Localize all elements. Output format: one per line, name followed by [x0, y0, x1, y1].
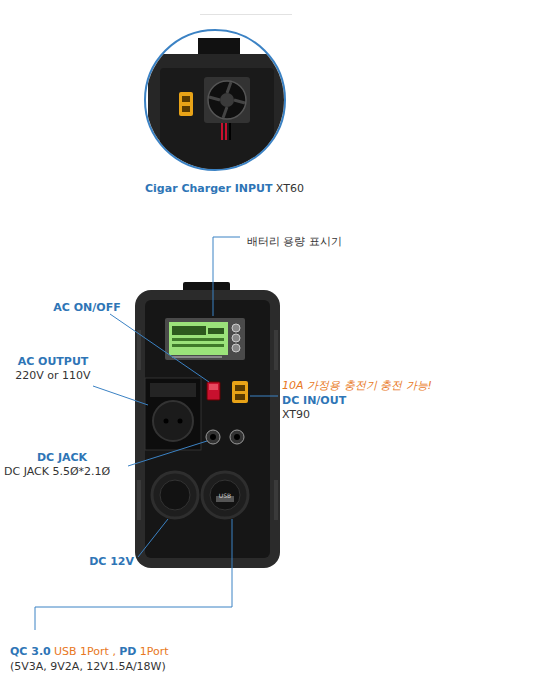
dc-jack	[206, 430, 220, 444]
housing	[135, 290, 280, 568]
callout-label: AC OUTPUT	[18, 355, 89, 368]
ac-outlet	[145, 378, 201, 450]
top-view	[148, 38, 286, 194]
callout-label: XT60	[276, 182, 304, 195]
xt90-port	[232, 381, 248, 403]
label-line: DC JACK 5.5Ø*2.1Ø	[4, 460, 110, 479]
label-line: USB	[219, 483, 231, 502]
callout-label: XT90	[282, 408, 310, 421]
callout-label: DC JACK 5.5Ø*2.1Ø	[4, 465, 110, 478]
divider	[200, 14, 292, 15]
label-line: Cigar Charger INPUTXT60	[145, 177, 304, 196]
callout-label: 10A 가정용 충전기 충전 가능!	[282, 379, 432, 392]
callout-label: 배터리 용량 표시기	[247, 235, 342, 248]
callout-label: 220V or 110V	[15, 369, 90, 382]
callout-label: 1Port	[140, 645, 169, 658]
label-line: DC IN/OUT	[282, 389, 346, 408]
callout-label: DC 12V	[89, 555, 134, 568]
label-line: XT90	[282, 403, 310, 422]
label-line: AC OUTPUT	[18, 350, 89, 369]
label-line: AC ON/OFF	[53, 296, 120, 315]
battery-display	[165, 318, 245, 360]
label-line: 10A 가정용 충전기 충전 가능!	[282, 374, 432, 393]
label-line: QC 3.0USB 1Port ,PD 1Port	[10, 640, 169, 659]
label-line: (5V3A, 9V2A, 12V1.5A/18W)	[10, 655, 166, 674]
ac-switch	[207, 382, 220, 400]
callout-label: (5V3A, 9V2A, 12V1.5A/18W)	[10, 660, 166, 673]
callout-label: PD	[119, 645, 136, 658]
callout-label: AC ON/OFF	[53, 301, 120, 314]
dc-jack	[230, 430, 244, 444]
callout-label: USB	[219, 492, 231, 499]
callout-label: USB 1Port ,	[54, 645, 116, 658]
leader-lines	[35, 237, 278, 630]
label-line: 220V or 110V	[15, 364, 90, 383]
callout-label: DC IN/OUT	[282, 394, 346, 407]
callout-label: Cigar Charger INPUT	[145, 182, 273, 195]
callout-label: QC 3.0	[10, 645, 51, 658]
label-line: 배터리 용량 표시기	[247, 230, 342, 249]
cigar-socket	[152, 472, 198, 518]
label-line: DC JACK	[37, 446, 87, 465]
callout-label: DC JACK	[37, 451, 87, 464]
label-line: DC 12V	[89, 550, 134, 569]
front-panel	[145, 300, 270, 558]
usb-socket	[202, 472, 248, 518]
